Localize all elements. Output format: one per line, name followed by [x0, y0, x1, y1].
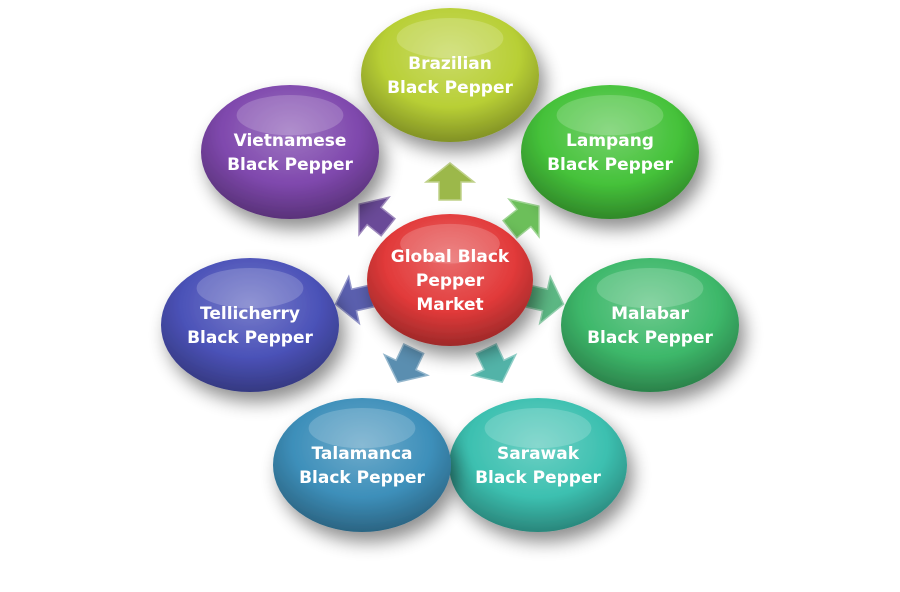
node-malabar-label-line: Black Pepper — [587, 328, 713, 348]
node-malabar-highlight — [596, 268, 704, 309]
center-node-label-line: Market — [416, 295, 483, 315]
node-talamanca-label-line: Talamanca — [311, 444, 412, 464]
lampang-arrow-icon — [502, 198, 540, 239]
node-tellicherry-highlight — [196, 268, 304, 309]
node-sarawak-label-line: Black Pepper — [475, 468, 601, 488]
node-sarawak-highlight — [484, 408, 592, 449]
node-talamanca-highlight — [308, 408, 416, 449]
node-lampang-label-line: Black Pepper — [547, 155, 673, 175]
node-lampang-label-line: Lampang — [566, 131, 654, 151]
node-talamanca-label-line: Black Pepper — [299, 468, 425, 488]
talamanca-arrow-icon — [382, 343, 430, 384]
node-lampang-highlight — [556, 95, 664, 136]
node-brazilian-label-line: Black Pepper — [387, 78, 513, 98]
center-node-highlight — [400, 223, 500, 264]
node-brazilian-highlight — [396, 18, 504, 59]
center-node-label-line: Global Black — [391, 247, 510, 267]
node-vietnamese-label-line: Vietnamese — [234, 131, 347, 151]
node-vietnamese-highlight — [236, 95, 344, 136]
node-brazilian-label-line: Brazilian — [408, 54, 492, 74]
node-tellicherry-label-line: Black Pepper — [187, 328, 313, 348]
node-tellicherry-label-line: Tellicherry — [200, 304, 300, 324]
center-node-label-line: Pepper — [416, 271, 485, 291]
sarawak-arrow-icon — [470, 343, 518, 384]
node-malabar-label-line: Malabar — [611, 304, 689, 324]
brazilian-arrow-icon — [423, 162, 477, 201]
node-vietnamese-label-line: Black Pepper — [227, 155, 353, 175]
vietnamese-arrow-icon — [358, 196, 396, 237]
node-sarawak-label-line: Sarawak — [497, 444, 580, 464]
